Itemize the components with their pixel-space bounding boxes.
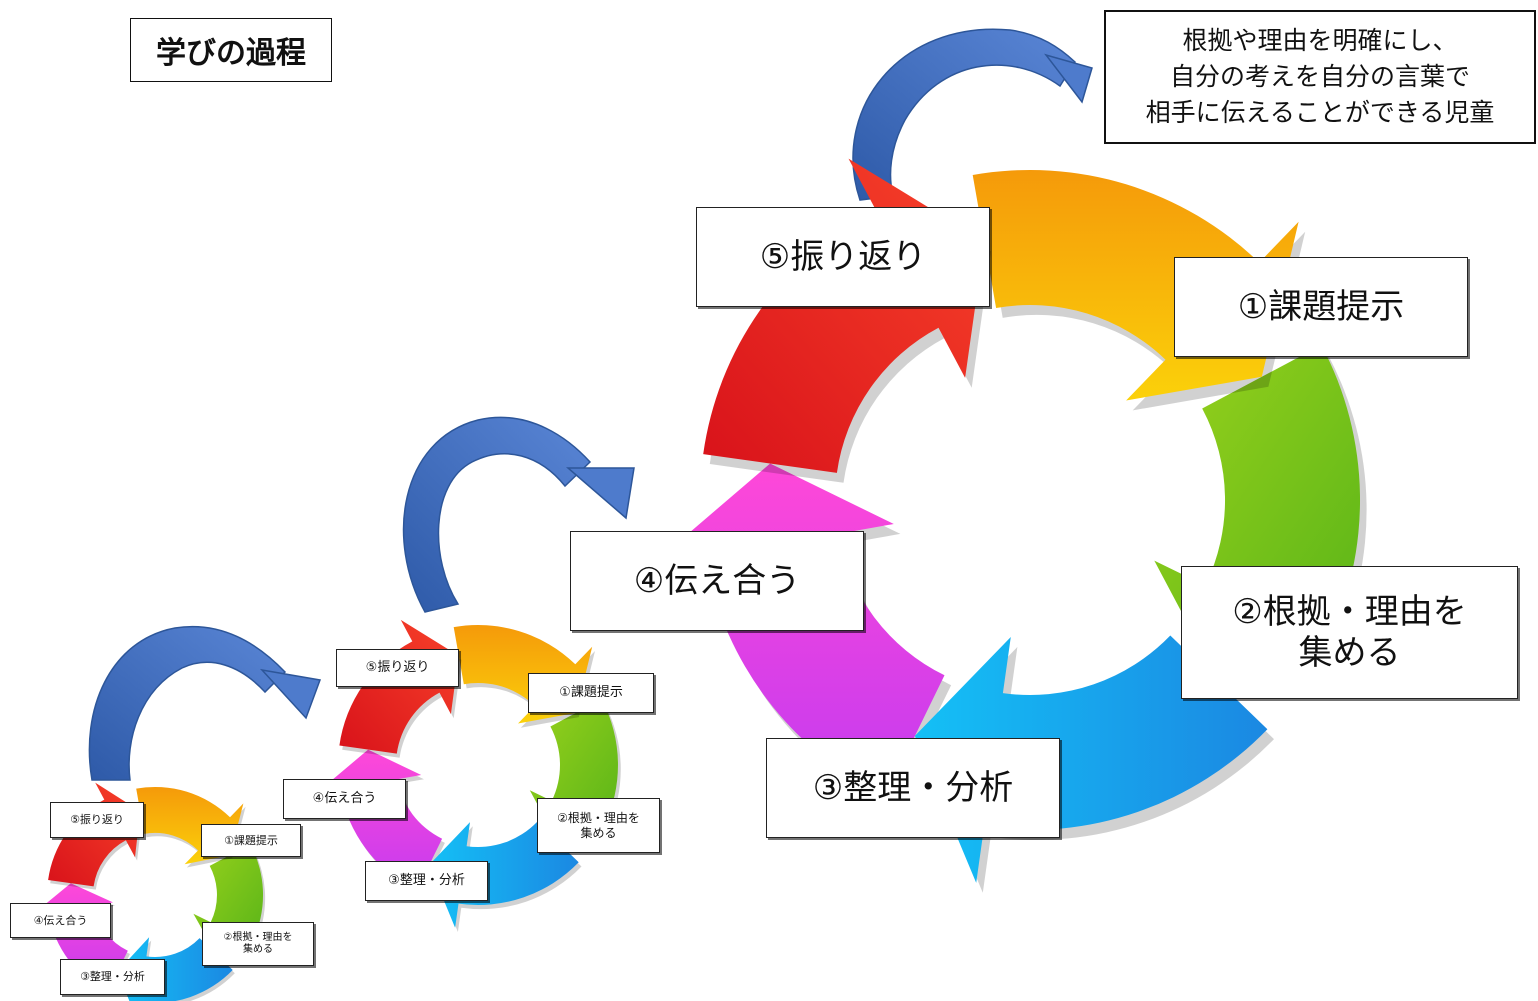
medium-step-evidence: ②根拠・理由を 集める [537, 798, 660, 853]
large-step-analysis: ③整理・分析 [766, 738, 1060, 838]
link-arrow-to-goal-body [852, 28, 1076, 201]
medium-step-reflection: ⑤振り返り [336, 649, 459, 687]
link-arrow-to-large [402, 416, 635, 613]
large-step-evidence: ②根拠・理由を 集める [1181, 566, 1518, 699]
large-step-reflection: ⑤振り返り [696, 207, 990, 307]
link-arrow-to-large-body [402, 416, 592, 613]
link-arrow-to-goal [852, 28, 1093, 201]
link-arrow-to-goal-head [1044, 53, 1093, 104]
medium-step-communicate: ④伝え合う [283, 779, 406, 819]
link-arrow-to-medium-head [259, 668, 322, 720]
small-step-task: ①課題提示 [201, 824, 301, 857]
small-step-reflection: ⑤振り返り [50, 802, 144, 838]
large-arrow-reflection [703, 158, 985, 473]
page-title: 学びの過程 [130, 18, 332, 82]
small-step-analysis: ③整理・分析 [60, 959, 165, 995]
large-step-task: ①課題提示 [1174, 257, 1468, 357]
link-arrow-to-medium [88, 625, 322, 781]
link-arrow-to-large-head [565, 467, 635, 520]
medium-step-analysis: ③整理・分析 [365, 861, 488, 901]
small-step-communicate: ④伝え合う [10, 903, 111, 938]
small-step-evidence: ②根拠・理由を 集める [202, 922, 314, 966]
goal-statement: 根拠や理由を明確にし、 自分の考えを自分の言葉で 相手に伝えることができる児童 [1104, 10, 1536, 144]
large-step-communicate: ④伝え合う [570, 531, 864, 631]
medium-step-task: ①課題提示 [528, 673, 654, 713]
link-arrow-to-medium-body [88, 625, 287, 781]
